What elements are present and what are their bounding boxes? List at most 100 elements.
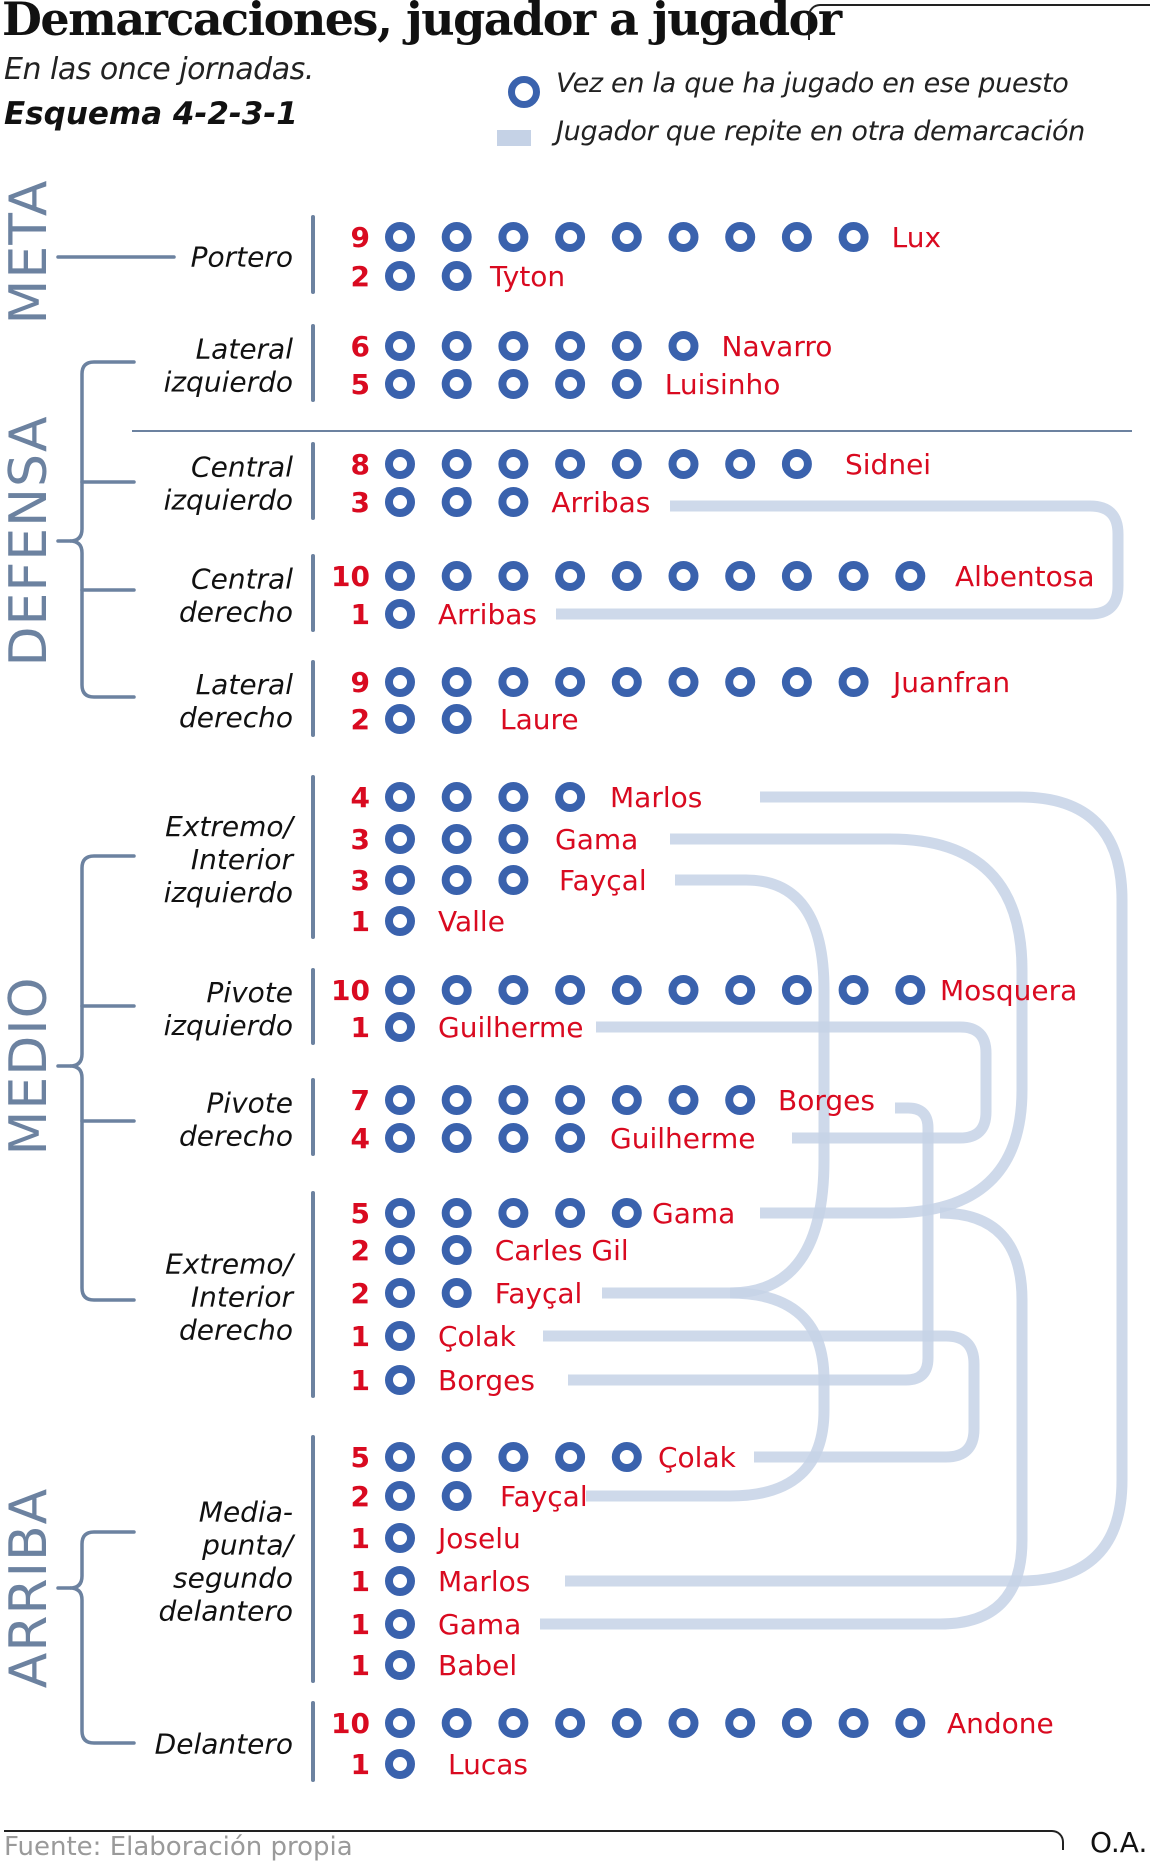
position-label: derecho	[179, 596, 293, 629]
appearance-dot	[385, 1278, 415, 1308]
appearance-dot	[838, 667, 869, 697]
appearance-dot	[441, 449, 472, 479]
appearance-dot	[498, 331, 529, 361]
repeat-link	[602, 874, 830, 1299]
position-label: Lateral	[196, 333, 294, 366]
appearance-dot	[668, 1708, 699, 1738]
player-count: 4	[351, 781, 370, 814]
appearance-dot	[385, 1198, 415, 1228]
appearance-dot	[838, 561, 869, 591]
player-name: Luisinho	[665, 368, 781, 401]
appearance-dot	[385, 1442, 415, 1472]
section-bracket	[69, 854, 136, 1302]
player-name: Borges	[778, 1084, 875, 1117]
chart-subtitle: En las once jornadas.	[4, 52, 314, 87]
player-name: Valle	[438, 905, 505, 938]
player-count: 1	[351, 1649, 370, 1682]
player-count: 1	[351, 1364, 370, 1397]
position-label: derecho	[179, 1120, 293, 1153]
appearance-dot	[668, 1085, 699, 1115]
appearance-dot	[555, 222, 586, 252]
player-count: 9	[351, 666, 370, 699]
appearance-dot	[385, 782, 415, 812]
appearance-dot	[895, 1708, 926, 1738]
repeat-link	[543, 1330, 980, 1463]
player-name: Çolak	[658, 1441, 737, 1474]
appearance-dot	[725, 667, 756, 697]
player-count: 1	[351, 1011, 370, 1044]
appearance-dot	[441, 561, 472, 591]
appearance-dot	[385, 1365, 415, 1395]
appearance-dot	[441, 865, 472, 895]
appearance-dot	[441, 1442, 472, 1472]
player-name: Fayçal	[559, 864, 647, 897]
appearance-dot	[781, 667, 812, 697]
appearance-dot	[498, 369, 529, 399]
appearance-dot	[498, 487, 529, 517]
appearance-dot	[611, 975, 642, 1005]
appearance-dot	[385, 1085, 415, 1115]
appearance-dot	[555, 1198, 586, 1228]
appearance-dot	[555, 975, 586, 1005]
player-count: 3	[351, 486, 370, 519]
appearance-dot	[611, 1442, 642, 1472]
player-count: 10	[331, 974, 370, 1007]
appearance-dot	[555, 1085, 586, 1115]
position-label: punta/	[201, 1529, 295, 1562]
position-label: Lateral	[196, 668, 294, 701]
position-label: segundo	[173, 1562, 293, 1595]
position-label: Extremo/	[165, 1248, 295, 1281]
repeat-link	[556, 500, 1124, 620]
section-label: ARRIBA	[0, 1488, 59, 1688]
appearance-dot	[725, 222, 756, 252]
repeat-link	[586, 1287, 830, 1502]
position-label: Interior	[191, 843, 295, 876]
appearance-dot	[838, 1708, 869, 1738]
player-name: Laure	[500, 703, 579, 736]
player-name: Gama	[555, 823, 638, 856]
position-label: Interior	[191, 1281, 295, 1314]
player-name: Marlos	[610, 781, 702, 814]
appearance-dot	[441, 667, 472, 697]
position-label: izquierdo	[164, 366, 293, 399]
player-name: Sidnei	[845, 448, 931, 481]
player-count: 5	[351, 1441, 370, 1474]
player-row: 5 Çolak	[351, 1441, 737, 1474]
legend-dot-label: Vez en la que ha jugado en ese puesto	[556, 68, 1069, 99]
appearance-dot	[838, 222, 869, 252]
appearance-dot	[441, 369, 472, 399]
appearance-dot	[441, 824, 472, 854]
appearance-dot	[441, 222, 472, 252]
appearance-dot	[555, 1123, 586, 1153]
appearance-dot	[385, 667, 415, 697]
position-label: izquierdo	[164, 484, 293, 517]
player-count: 1	[351, 1320, 370, 1353]
appearance-dot	[498, 1198, 529, 1228]
repeat-link	[565, 791, 1128, 1587]
section-bracket	[69, 360, 136, 699]
appearance-dot	[895, 561, 926, 591]
appearance-dot	[555, 667, 586, 697]
player-count: 1	[351, 1565, 370, 1598]
chart-scheme: Esquema 4-2-3-1	[4, 96, 298, 132]
appearance-dot	[498, 824, 529, 854]
player-count: 3	[351, 864, 370, 897]
appearance-dot	[498, 1085, 529, 1115]
position-label: izquierdo	[164, 1009, 293, 1042]
appearance-dot	[441, 487, 472, 517]
appearance-dot	[668, 667, 699, 697]
player-count: 1	[351, 1522, 370, 1555]
appearance-dot	[555, 369, 586, 399]
